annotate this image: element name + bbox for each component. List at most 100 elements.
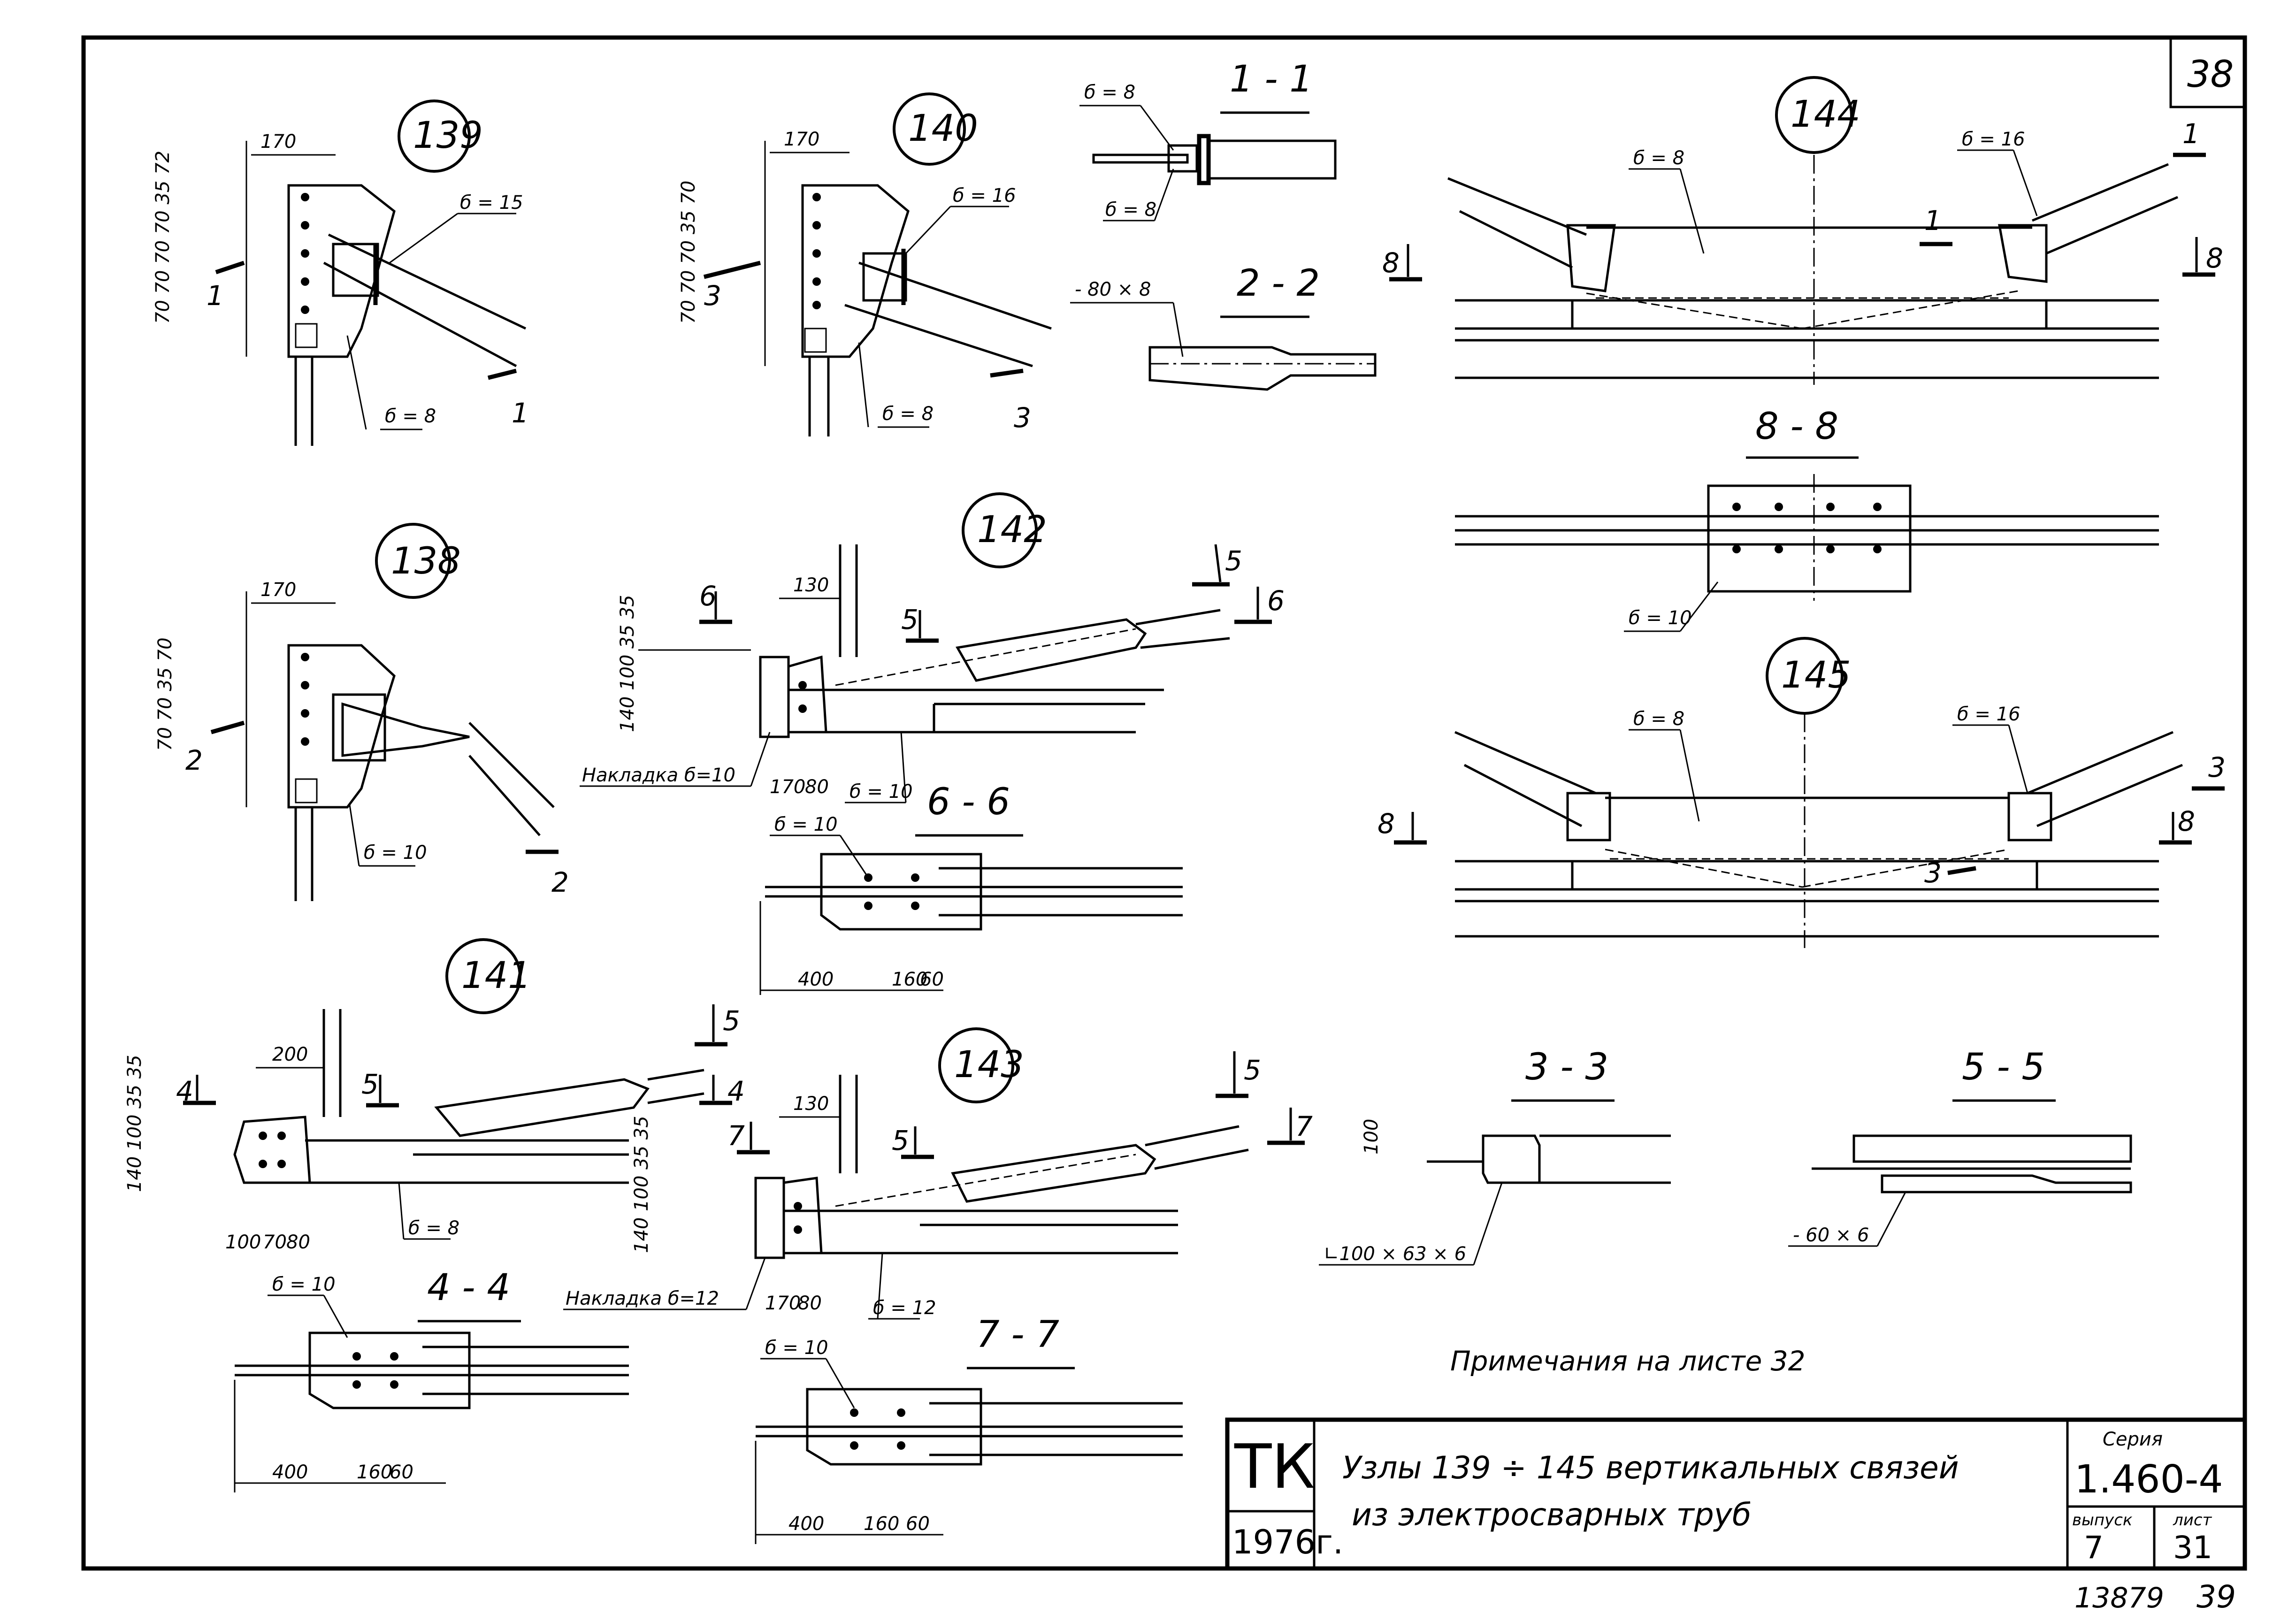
mark-5-141b: 5 bbox=[723, 1005, 740, 1037]
dim-stack-142: 140 100 35 35 bbox=[617, 595, 638, 732]
mark-6-142a: 6 bbox=[699, 580, 717, 612]
node-144-label: 144 bbox=[1791, 93, 1860, 136]
label-d8-139: б = 8 bbox=[385, 405, 436, 427]
node-140-label: 140 bbox=[908, 107, 978, 150]
corner-number: 38 bbox=[2187, 54, 2234, 96]
node-145-label: 145 bbox=[1781, 654, 1851, 696]
dim-160-66: 160 bbox=[892, 969, 927, 990]
label-d8-140: б = 8 bbox=[882, 403, 934, 425]
dim-stack-139: 70 70 70 70 35 72 bbox=[152, 151, 174, 324]
title-year: 1976г. bbox=[1232, 1523, 1343, 1561]
section-8-8-title: 8 - 8 bbox=[1755, 405, 1838, 448]
section-5-5: 5 - 5 - 60 × 6 bbox=[1788, 1046, 2132, 1247]
label-nakladka12: Накладка б=12 bbox=[566, 1288, 719, 1309]
mark-8-144b: 8 bbox=[2206, 242, 2223, 274]
dim-170-138: 170 bbox=[260, 579, 296, 601]
section-7-7-title: 7 - 7 bbox=[976, 1314, 1059, 1356]
title-org: ТК bbox=[1234, 1431, 1315, 1502]
dim-stack-140: 70 70 70 35 70 bbox=[678, 181, 699, 324]
mark-5-142a: 5 bbox=[901, 604, 918, 635]
section-2-2: 2 - 2 - 80 × 8 bbox=[1070, 262, 1377, 391]
mark-5-142b: 5 bbox=[1225, 545, 1242, 577]
mark-1-144a: 1 bbox=[2182, 118, 2200, 150]
bottom-page-number: 39 bbox=[2197, 1579, 2236, 1614]
dim-400-66: 400 bbox=[798, 969, 834, 990]
section-2-2-title: 2 - 2 bbox=[1237, 262, 1320, 305]
label-d10-138: б = 10 bbox=[364, 842, 427, 864]
label-d8-1a: б = 8 bbox=[1084, 82, 1135, 103]
label-plate-80x8: - 80 × 8 bbox=[1075, 279, 1151, 300]
section-6-6-title: 6 - 6 bbox=[927, 781, 1010, 823]
sheet-label: лист bbox=[2173, 1511, 2212, 1530]
note-text: Примечания на листе 32 bbox=[1450, 1345, 1806, 1377]
node-138-detail: 138 170 70 70 35 70 б = 10 2 2 bbox=[154, 523, 569, 901]
label-d8-1b: б = 8 bbox=[1105, 199, 1156, 221]
dim-stack-143: 140 100 35 35 bbox=[631, 1116, 652, 1253]
label-d8-144: б = 8 bbox=[1633, 147, 1684, 169]
node-143-detail: 143 130 140 100 35 35 Накладка б=12 170 … bbox=[563, 1027, 1313, 1320]
mark-5-141a: 5 bbox=[361, 1068, 379, 1100]
dim-100-33: 100 bbox=[1361, 1119, 1382, 1155]
node-141-detail: 141 200 140 100 35 35 б = 8 100 70 80 4 … bbox=[124, 938, 745, 1253]
issue-label: выпуск bbox=[2072, 1511, 2133, 1530]
sheet-value: 31 bbox=[2173, 1530, 2212, 1566]
dim-170-143: 170 bbox=[765, 1293, 801, 1314]
dim-80-143: 80 bbox=[798, 1293, 822, 1314]
section-1-1: 1 - 1 б = 8 б = 8 bbox=[1079, 58, 1337, 222]
node-141-label: 141 bbox=[461, 955, 531, 997]
mark-8-144a: 8 bbox=[1382, 247, 1400, 279]
mark-3-140b: 3 bbox=[1014, 402, 1031, 434]
section-3-3: 3 - 3 100 ∟100 × 63 × 6 bbox=[1319, 1046, 1671, 1266]
mark-3-145a: 3 bbox=[2208, 751, 2226, 783]
node-142-label: 142 bbox=[977, 509, 1047, 551]
label-d16-140: б = 16 bbox=[953, 185, 1016, 207]
mark-1-139b: 1 bbox=[512, 397, 529, 429]
mark-3-140a: 3 bbox=[704, 280, 721, 312]
label-d16-144: б = 16 bbox=[1962, 129, 2025, 150]
section-4-4-title: 4 - 4 bbox=[427, 1267, 510, 1309]
dim-stack-138: 70 70 35 70 bbox=[154, 637, 176, 751]
node-143-label: 143 bbox=[954, 1044, 1024, 1086]
dim-130-143: 130 bbox=[793, 1093, 829, 1115]
label-d10-44: б = 10 bbox=[272, 1274, 336, 1295]
mark-2-138b: 2 bbox=[551, 866, 569, 898]
label-d8-145: б = 8 bbox=[1633, 708, 1684, 730]
mark-2-138a: 2 bbox=[185, 744, 203, 776]
mark-6-142b: 6 bbox=[1267, 585, 1285, 617]
label-d12-143: б = 12 bbox=[873, 1297, 936, 1319]
label-d10-66: б = 10 bbox=[774, 814, 838, 835]
title-line-1: Узлы 139 ÷ 145 вертикальных связей bbox=[1342, 1450, 1959, 1486]
dim-160-44: 160 bbox=[357, 1461, 392, 1483]
label-d15-139: б = 15 bbox=[460, 192, 523, 214]
dim-170-142: 170 bbox=[770, 776, 805, 798]
node-138-label: 138 bbox=[391, 540, 461, 582]
label-nakladka10: Накладка б=10 bbox=[582, 765, 735, 786]
mark-8-145b: 8 bbox=[2178, 805, 2195, 837]
section-7-7: 7 - 7 б = 10 400 160 60 bbox=[755, 1314, 1183, 1544]
mark-8-145a: 8 bbox=[1378, 808, 1395, 840]
section-1-1-title: 1 - 1 bbox=[1230, 58, 1313, 100]
series-label: Серия bbox=[2103, 1429, 2163, 1450]
label-d16-145: б = 16 bbox=[1957, 704, 2020, 725]
node-139-label: 139 bbox=[413, 115, 483, 157]
dim-60-44: 60 bbox=[390, 1461, 413, 1483]
label-d10-77: б = 10 bbox=[765, 1337, 828, 1359]
section-3-3-title: 3 - 3 bbox=[1525, 1046, 1608, 1088]
label-d8-141: б = 8 bbox=[408, 1217, 459, 1239]
label-d10-142: б = 10 bbox=[850, 781, 913, 803]
dim-170-140: 170 bbox=[784, 129, 819, 150]
dim-400-77: 400 bbox=[788, 1513, 824, 1535]
section-4-4: 4 - 4 б = 10 400 160 60 bbox=[234, 1267, 629, 1492]
title-block: ТК 1976г. Узлы 139 ÷ 145 вертикальных св… bbox=[1225, 1417, 2247, 1571]
dim-60-77: 60 bbox=[906, 1513, 930, 1535]
node-142-detail: 142 130 140 100 35 35 Накладка б=10 170 … bbox=[580, 492, 1285, 803]
mark-7-143a: 7 bbox=[727, 1120, 745, 1152]
dim-170-139: 170 bbox=[260, 131, 296, 153]
dim-200-141: 200 bbox=[272, 1044, 308, 1065]
section-8-8: 8 - 8 б = 10 bbox=[1455, 405, 2159, 632]
node-139-detail: 139 170 70 70 70 70 35 72 б = 15 б = 8 1… bbox=[152, 99, 529, 446]
dim-80-142: 80 bbox=[805, 776, 829, 798]
bottom-stamp: 13879 bbox=[2074, 1582, 2164, 1614]
label-d10-88: б = 10 bbox=[1629, 607, 1692, 629]
